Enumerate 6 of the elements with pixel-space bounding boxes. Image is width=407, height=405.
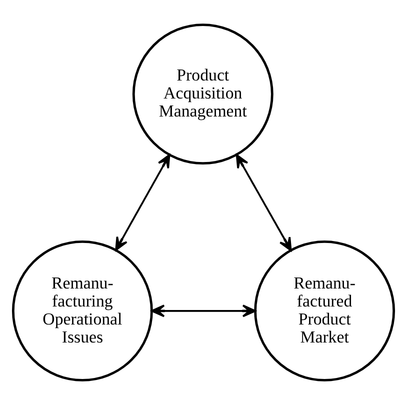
arrow — [115, 154, 170, 251]
arrow — [236, 154, 292, 252]
node-circle: Remanu- factured Product Market — [254, 240, 396, 382]
node-circle: Remanu- facturing Operational Issues — [12, 240, 153, 382]
node-circle: Product Acquisition Management — [132, 24, 274, 165]
arrow — [151, 304, 256, 318]
